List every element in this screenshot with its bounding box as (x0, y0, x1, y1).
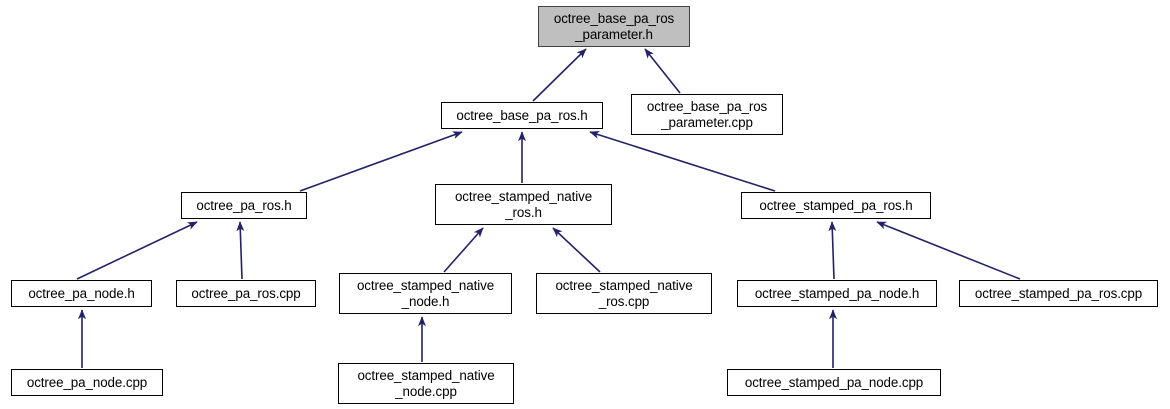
graph-node-label: octree_base_pa_ros _parameter.cpp (646, 99, 768, 130)
graph-edge-stamped_pa_ros_cpp-to-stamped_pa_ros_h (876, 221, 1021, 280)
graph-edge-stamped_native_ros_cpp-to-stamped_native_ros_h (552, 227, 601, 273)
graph-edge-stamped_native_node_h-to-stamped_native_ros_h (443, 227, 484, 273)
graph-node-label: octree_base_pa_ros.h (456, 107, 588, 123)
graph-node-label: octree_stamped_pa_ros.h (759, 197, 913, 213)
graph-edge-pa_ros_cpp-to-pa_ros_h (236, 221, 245, 280)
graph-node-stamped_native_ros_h[interactable]: octree_stamped_native _ros.h (435, 184, 612, 225)
graph-node-stamped_native_ros_cpp[interactable]: octree_stamped_native _ros.cpp (536, 273, 712, 314)
graph-node-label: octree_stamped_pa_node.cpp (744, 374, 924, 390)
graph-edge-base_ros_h-to-root (532, 48, 587, 102)
graph-node-stamped_native_node_h[interactable]: octree_stamped_native _node.h (339, 273, 512, 314)
graph-node-label: octree_stamped_native _node.cpp (357, 368, 495, 399)
graph-node-label: octree_pa_ros.h (196, 197, 292, 213)
graph-node-label: octree_stamped_native _node.h (356, 278, 495, 309)
graph-node-stamped_pa_node_h[interactable]: octree_stamped_pa_node.h (737, 280, 937, 307)
graph-node-pa_node_h[interactable]: octree_pa_node.h (11, 280, 152, 307)
graph-node-stamped_pa_ros_h[interactable]: octree_stamped_pa_ros.h (741, 192, 931, 219)
graph-node-stamped_pa_ros_cpp[interactable]: octree_stamped_pa_ros.cpp (959, 280, 1158, 307)
graph-node-pa_node_cpp[interactable]: octree_pa_node.cpp (11, 369, 163, 396)
graph-node-stamped_native_node_cpp[interactable]: octree_stamped_native _node.cpp (338, 363, 514, 404)
graph-edge-pa_ros_h-to-base_ros_h (299, 131, 463, 192)
graph-node-label: octree_stamped_native _ros.cpp (555, 278, 693, 309)
graph-edge-stamped_pa_ros_h-to-base_ros_h (589, 130, 776, 192)
graph-node-label: octree_base_pa_ros _parameter.h (553, 11, 675, 42)
graph-node-pa_ros_h[interactable]: octree_pa_ros.h (181, 192, 307, 219)
graph-node-label: octree_stamped_pa_node.h (754, 285, 920, 301)
graph-node-pa_ros_cpp[interactable]: octree_pa_ros.cpp (176, 280, 316, 307)
graph-node-label: octree_pa_node.cpp (26, 374, 148, 390)
graph-edge-pa_node_h-to-pa_ros_h (76, 221, 198, 280)
graph-node-label: octree_pa_ros.cpp (191, 285, 301, 301)
graph-node-base_param_cpp[interactable]: octree_base_pa_ros _parameter.cpp (631, 94, 783, 135)
graph-edge-base_param_cpp-to-root (644, 48, 681, 94)
graph-edge-stamped_pa_node_h-to-stamped_pa_ros_h (828, 221, 837, 280)
graph-node-base_ros_h[interactable]: octree_base_pa_ros.h (441, 102, 603, 129)
graph-node-stamped_pa_node_cpp[interactable]: octree_stamped_pa_node.cpp (727, 369, 941, 396)
graph-node-label: octree_pa_node.h (28, 285, 135, 301)
graph-node-label: octree_stamped_native _ros.h (454, 189, 593, 220)
graph-node-root[interactable]: octree_base_pa_ros _parameter.h (538, 6, 690, 47)
graph-node-label: octree_stamped_pa_ros.cpp (974, 285, 1143, 301)
